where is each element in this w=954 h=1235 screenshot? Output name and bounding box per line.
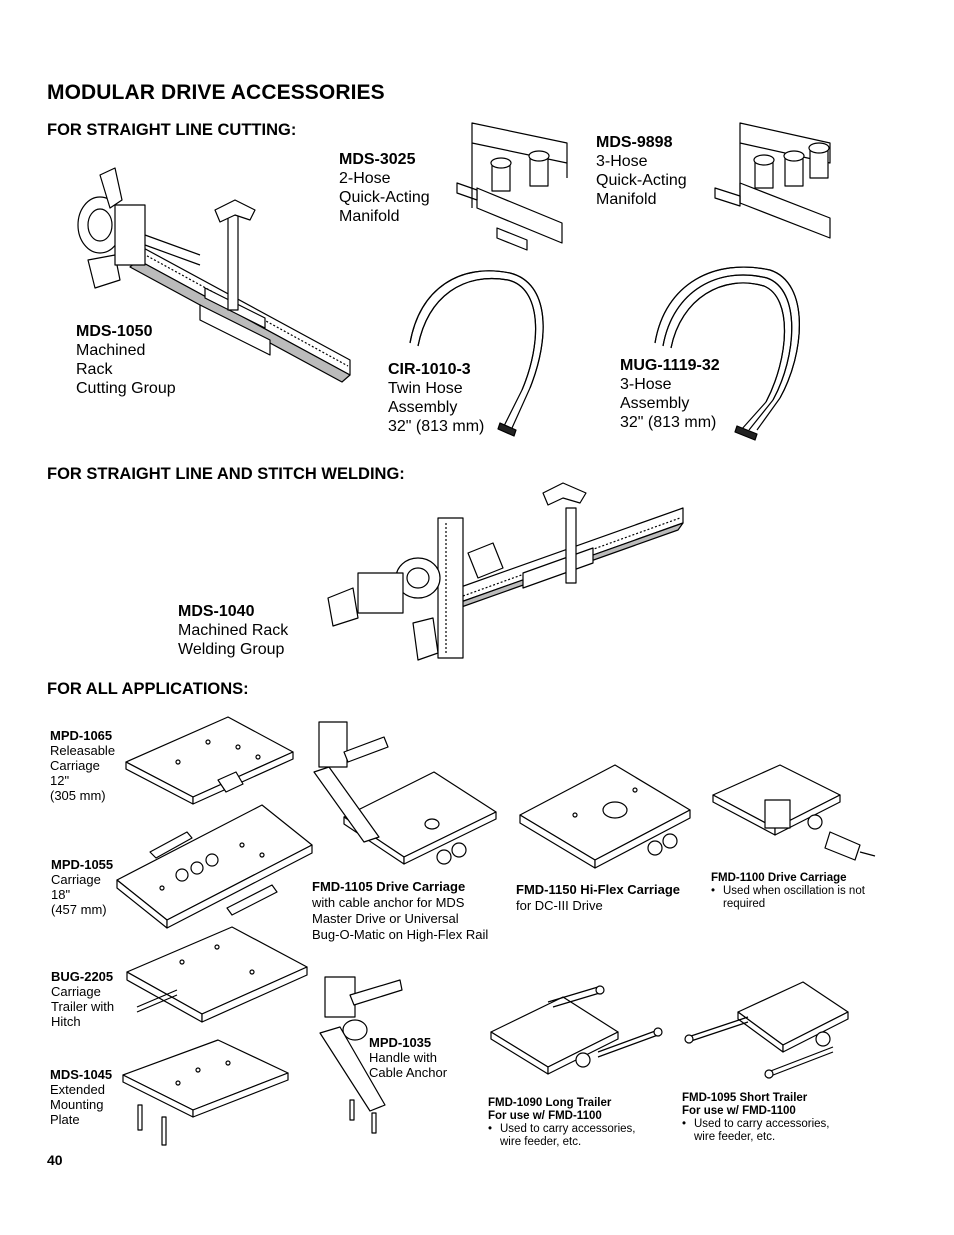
page-number: 40	[47, 1152, 63, 1168]
label-fmd-1090: FMD-1090 Long Trailer For use w/ FMD-110…	[488, 1097, 658, 1149]
mds-1050-cutting-group-illustration	[77, 167, 351, 383]
fmd-1150-carriage-illustration	[519, 764, 691, 869]
cir-1010-3-hose-illustration	[409, 270, 544, 437]
section-straight-cutting: FOR STRAIGHT LINE CUTTING:	[47, 121, 297, 139]
label-mds-1045: MDS-1045 Extended Mounting Plate	[50, 1067, 113, 1127]
mds-1045-plate-illustration	[122, 1039, 289, 1146]
label-fmd-1150: FMD-1150 Hi-Flex Carriage for DC-III Dri…	[516, 882, 681, 913]
label-fmd-1100: FMD-1100 Drive Carriage Used when oscill…	[711, 872, 881, 911]
section-stitch-welding: FOR STRAIGHT LINE AND STITCH WELDING:	[47, 465, 405, 483]
fmd-1105-carriage-illustration	[313, 721, 497, 865]
label-fmd-1105: FMD-1105 Drive Carriage with cable ancho…	[312, 879, 489, 942]
label-mds-3025: MDS-3025 2-Hose Quick-Acting Manifold	[339, 151, 430, 225]
mds-9898-manifold-illustration	[714, 122, 831, 239]
bug-2205-trailer-illustration	[126, 926, 308, 1023]
label-mds-1050: MDS-1050 Machined Rack Cutting Group	[76, 323, 176, 397]
mds-3025-manifold-illustration	[456, 122, 568, 251]
label-cir-1010-3: CIR-1010-3 Twin Hose Assembly 32" (813 m…	[388, 361, 485, 435]
label-bug-2205: BUG-2205 Carriage Trailer with Hitch	[51, 969, 115, 1029]
fmd-1100-carriage-illustration	[712, 764, 876, 861]
label-fmd-1095: FMD-1095 Short Trailer For use w/ FMD-11…	[682, 1092, 852, 1144]
label-mpd-1055: MPD-1055 Carriage 18" (457 mm)	[51, 857, 114, 917]
mds-1040-welding-group-illustration	[327, 482, 684, 661]
fmd-1095-trailer-illustration	[684, 981, 849, 1079]
page-title: MODULAR DRIVE ACCESSORIES	[47, 81, 385, 104]
mpd-1055-carriage-illustration	[116, 804, 313, 929]
section-all-applications: FOR ALL APPLICATIONS:	[47, 680, 249, 698]
label-mds-9898: MDS-9898 3-Hose Quick-Acting Manifold	[596, 134, 687, 208]
label-mds-1040: MDS-1040 Machined Rack Welding Group	[178, 603, 289, 658]
mpd-1065-carriage-illustration	[125, 716, 294, 805]
label-mpd-1065: MPD-1065 Releasable Carriage 12" (305 mm…	[50, 728, 116, 803]
mpd-1035-handle-illustration	[319, 976, 403, 1134]
label-mpd-1035: MPD-1035 Handle with Cable Anchor	[369, 1035, 448, 1080]
mug-1119-32-hose-illustration	[654, 266, 800, 441]
fmd-1090-trailer-illustration	[490, 985, 663, 1075]
label-mug-1119-32: MUG-1119-32 3-Hose Assembly 32" (813 mm)	[620, 357, 720, 431]
